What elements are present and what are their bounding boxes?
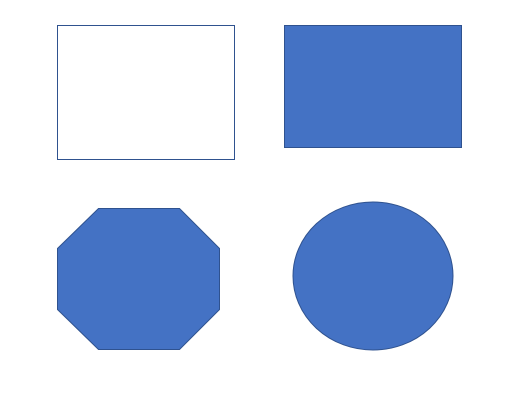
ellipse-shape[interactable] — [292, 201, 454, 351]
octagon-shape[interactable] — [57, 208, 220, 350]
outlined-rectangle-shape[interactable] — [57, 25, 235, 160]
filled-rectangle-shape[interactable] — [284, 25, 462, 148]
